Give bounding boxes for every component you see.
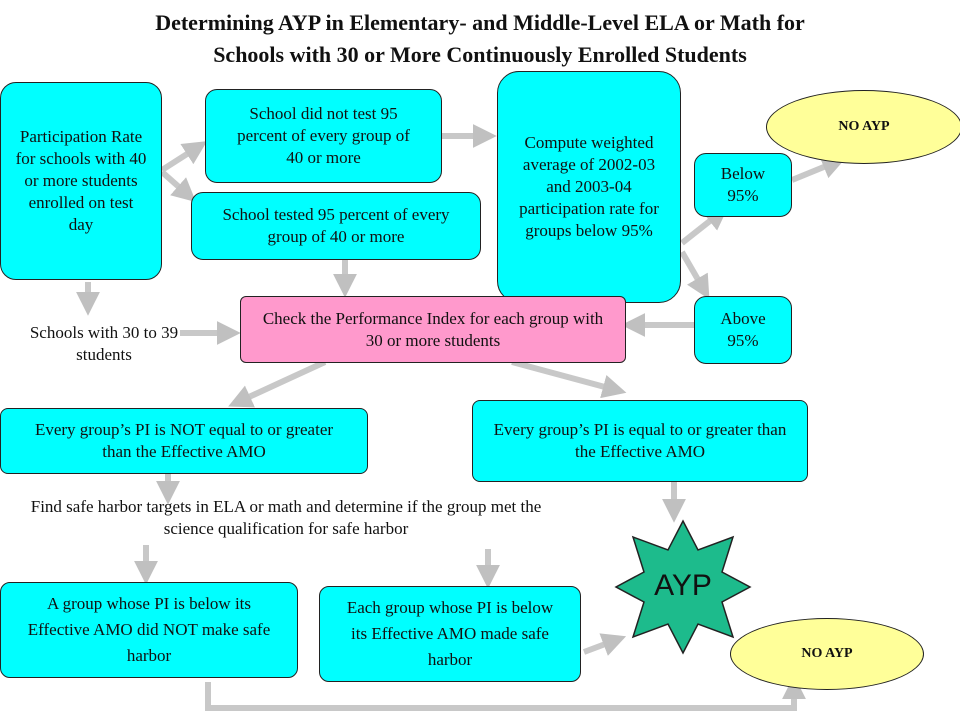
no-ayp-oval-bottom: NO AYP (730, 618, 924, 690)
arrow-below-to-noayp (790, 155, 846, 183)
arrow-checkpi-to-notequal (228, 359, 327, 408)
diagram-title-line1: Determining AYP in Elementary- and Middl… (155, 10, 805, 35)
arrow-participation-to-tested (160, 169, 197, 203)
did-not-make-safe-harbor-box: A group whose PI is below its Effective … (0, 582, 298, 678)
made-safe-harbor-box: Each group whose PI is below its Effecti… (319, 586, 581, 682)
compute-weighted-average-box: Compute weighted average of 2002-03 and … (497, 71, 681, 303)
pi-equal-box: Every group’s PI is equal to or greater … (472, 400, 808, 482)
arrow-participation-to-didnottest (160, 141, 208, 173)
ayp-star-shape (614, 519, 752, 655)
arrow-compute-to-below (680, 206, 729, 246)
schools-30-39-text: Schools with 30 to 39 students (29, 323, 179, 364)
pi-not-equal-box: Every group’s PI is NOT equal to or grea… (0, 408, 368, 474)
arrow-didnotmake-to-noayp (205, 675, 806, 711)
arrow-compute-to-above (679, 250, 710, 300)
check-performance-index-box: Check the Performance Index for each gro… (240, 296, 626, 363)
tested-box: School tested 95 percent of every group … (191, 192, 481, 260)
participation-rate-box: Participation Rate for schools with 40 o… (0, 82, 162, 280)
above-95-box: Above 95% (694, 296, 792, 364)
ayp-label: AYP (654, 569, 712, 602)
arrow-made-to-ayp (582, 633, 627, 656)
arrow-checkpi-to-equal (511, 359, 627, 399)
below-95-box: Below 95% (694, 153, 792, 217)
safe-harbor-instructions-text: Find safe harbor targets in ELA or math … (30, 497, 542, 538)
diagram-title-line2: Schools with 30 or More Continuously Enr… (213, 42, 747, 67)
did-not-test-box: School did not test 95 percent of every … (205, 89, 442, 183)
no-ayp-oval-top: NO AYP (766, 90, 960, 164)
